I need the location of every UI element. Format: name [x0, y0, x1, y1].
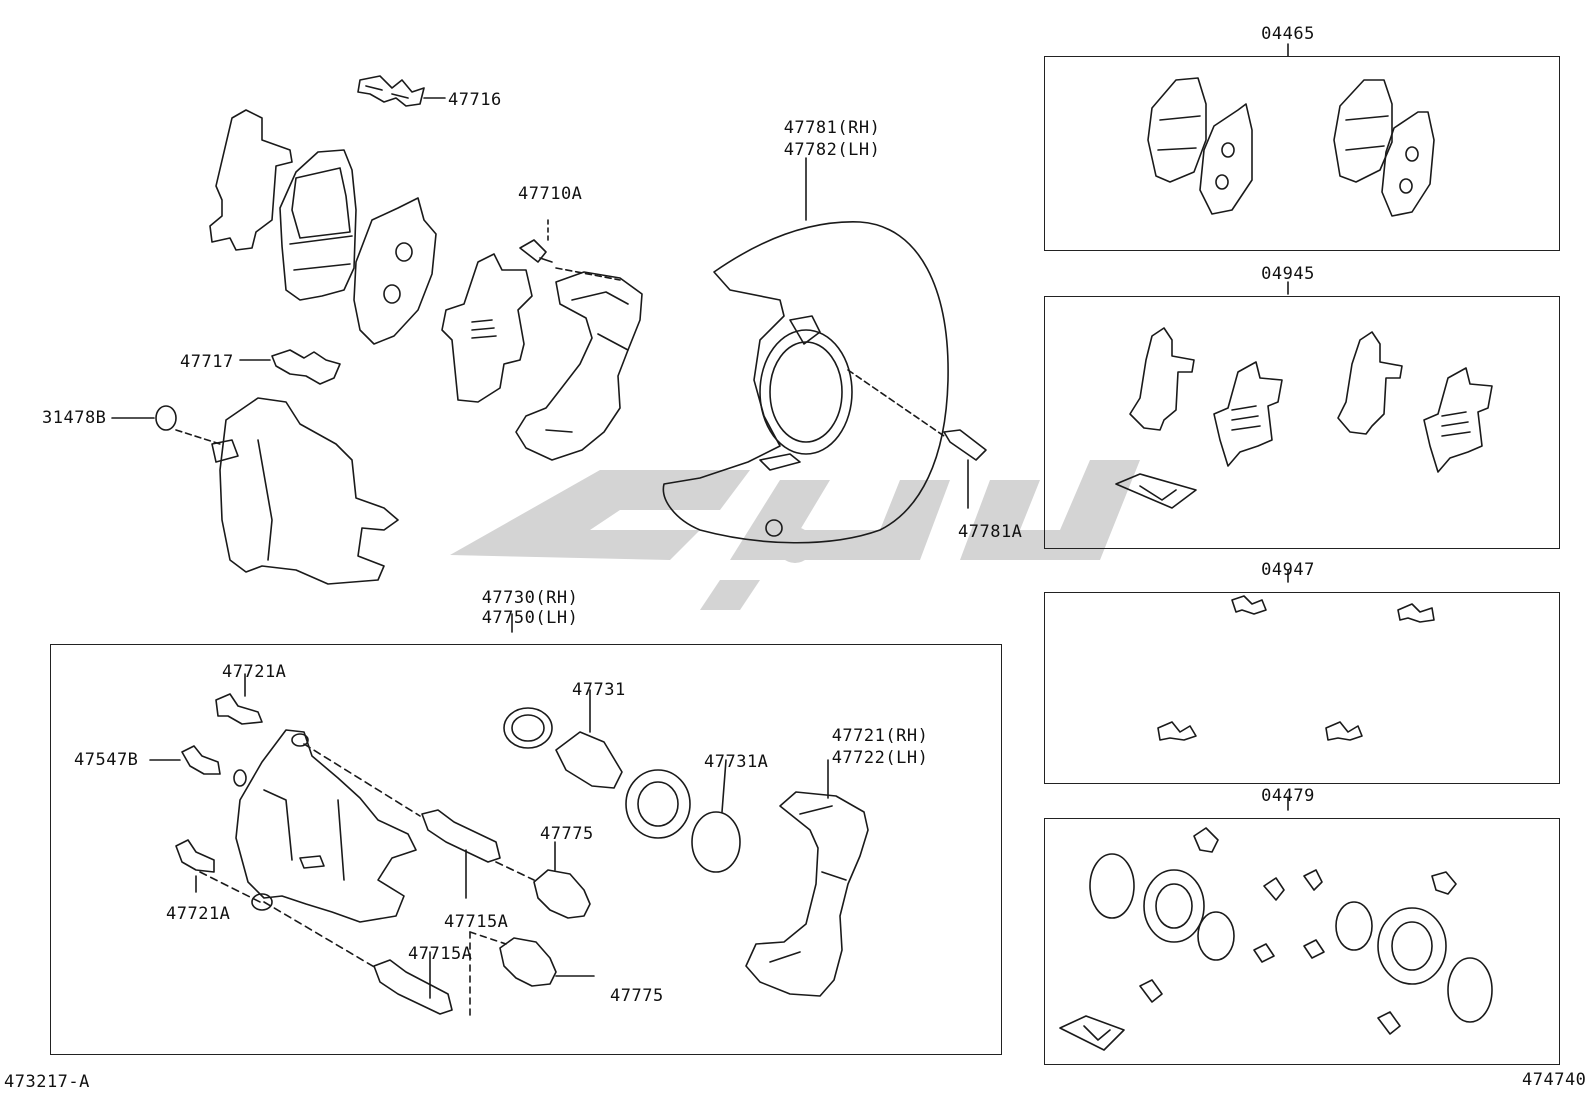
caliper-assembly-box	[50, 644, 1002, 1055]
part-label-47750-lh: 47750(LH)	[481, 608, 579, 628]
clip-47716-drawing	[357, 75, 446, 107]
bolt-47781A-drawing	[943, 429, 987, 509]
kit-04465-box	[1044, 56, 1560, 251]
cap-31478B-drawing	[111, 405, 221, 445]
kit-04947-box	[1044, 592, 1560, 784]
kit-label-04947: 04947	[1261, 560, 1315, 580]
caliper-bracket-top-drawing	[515, 267, 643, 461]
part-label-47775-bottom: 47775	[610, 986, 664, 1006]
part-label-47547B: 47547B	[74, 750, 139, 770]
part-label-47730-rh: 47730(RH)	[481, 588, 579, 608]
kit-04479-drawing	[1059, 797, 1493, 1051]
footer-right-code: 474740	[1522, 1070, 1587, 1090]
kit-04947-drawing	[1157, 569, 1435, 741]
part-label-47716: 47716	[448, 90, 502, 110]
part-label-47731A: 47731A	[704, 752, 769, 772]
part-label-31478B: 31478B	[42, 408, 107, 428]
part-label-47717: 47717	[180, 352, 234, 372]
kit-04945-drawing	[1115, 281, 1493, 509]
part-label-47721A-bottom: 47721A	[166, 904, 231, 924]
kit-04465-drawing	[1147, 43, 1435, 217]
part-label-47781A: 47781A	[958, 522, 1023, 542]
kit-04945-box	[1044, 296, 1560, 549]
part-label-47781-rh: 47781(RH)	[783, 118, 881, 138]
caliper-exploded-drawing	[149, 673, 869, 1019]
part-label-47722-lh: 47722(LH)	[831, 748, 929, 768]
dust-shield-drawing	[662, 157, 949, 544]
footer-left-code: 473217-A	[4, 1072, 90, 1092]
part-label-47721-rh: 47721(RH)	[831, 726, 929, 746]
kit-label-04465: 04465	[1261, 24, 1315, 44]
part-label-47710A: 47710A	[518, 184, 583, 204]
shim-47710A-drawing	[441, 219, 553, 403]
caliper-cylinder-drawing	[211, 397, 399, 585]
part-label-47775-top: 47775	[540, 824, 594, 844]
watermark-logo	[450, 460, 1140, 610]
part-label-47721A-top: 47721A	[222, 662, 287, 682]
kit-label-04479: 04479	[1261, 786, 1315, 806]
kit-04479-box	[1044, 818, 1560, 1065]
part-label-47715A-right: 47715A	[444, 912, 509, 932]
kit-label-04945: 04945	[1261, 264, 1315, 284]
brake-pad-shims-drawing	[209, 109, 437, 345]
clip-47717-drawing	[239, 349, 341, 385]
part-label-47715A-bottom: 47715A	[408, 944, 473, 964]
part-label-47782-lh: 47782(LH)	[783, 140, 881, 160]
part-label-47731: 47731	[572, 680, 626, 700]
